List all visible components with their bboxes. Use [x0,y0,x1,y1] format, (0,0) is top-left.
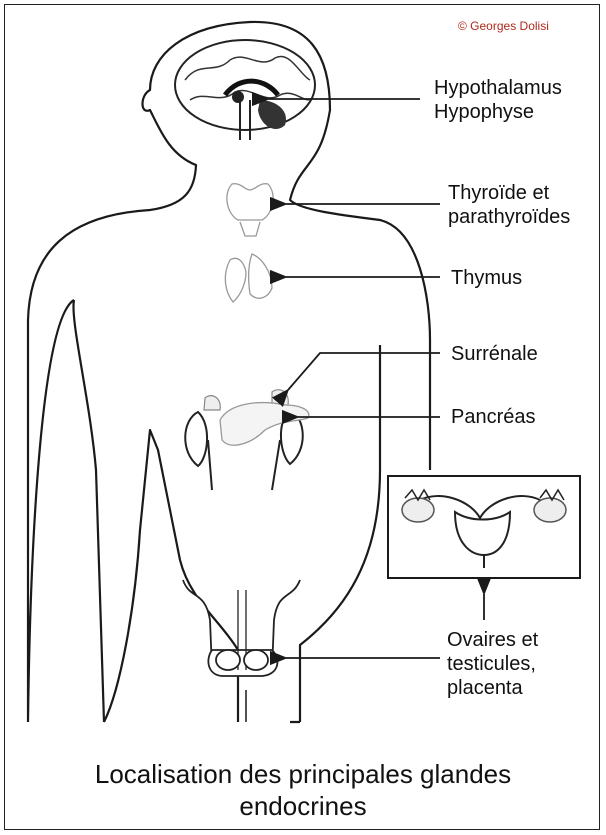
leg-line [238,690,246,722]
diagram-caption: Localisation des principales glandes end… [0,758,606,822]
thyroid-icon [227,184,273,236]
brain-icon [175,40,315,140]
label-thymus: Thymus [451,266,522,290]
label-pancreas: Pancréas [451,405,536,429]
ovaries-inset [388,476,580,578]
label-hypothalamus: Hypothalamus Hypophyse [434,76,562,124]
copyright-text: © Georges Dolisi [458,19,549,33]
arrow-surrenale [288,353,440,390]
testicles-icon [183,580,300,676]
label-surrenale: Surrénale [451,342,538,366]
label-thyroide: Thyroïde et parathyroïdes [448,181,570,229]
thymus-icon [225,254,272,302]
label-gonades: Ovaires et testicules, placenta [447,628,538,700]
